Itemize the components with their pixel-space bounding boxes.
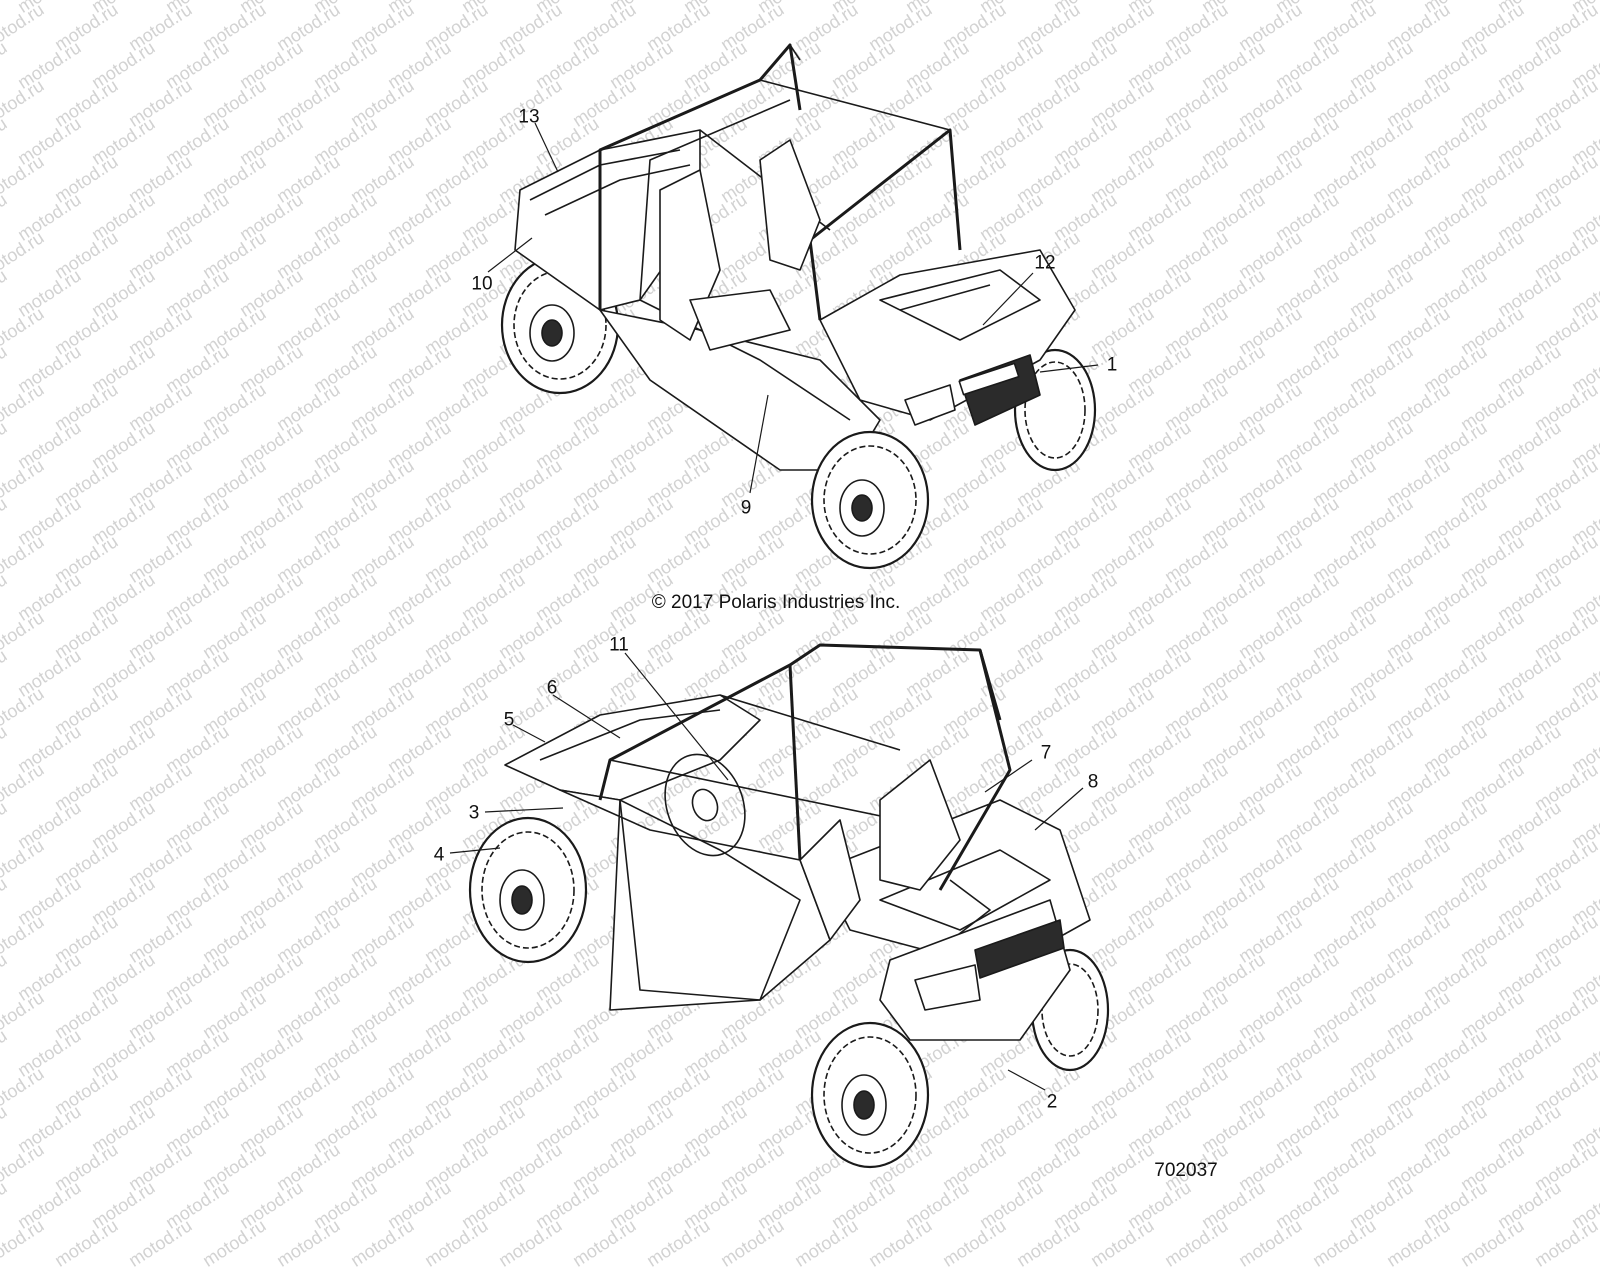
leader-lines-top — [487, 122, 1099, 494]
watermark-text: motod.ru — [1531, 1215, 1600, 1271]
callout-8[interactable]: 8 — [1087, 771, 1099, 793]
vehicle-bottom-view — [449, 643, 1110, 1169]
watermark-text: motod.ru — [1383, 1215, 1454, 1271]
wheel-bottom-left — [468, 816, 588, 964]
watermark-text: motod.ru — [1013, 1215, 1084, 1271]
watermark-text: motod.ru — [1087, 1215, 1158, 1271]
callout-1[interactable]: 1 — [1106, 354, 1118, 376]
callout-10[interactable]: 10 — [471, 273, 493, 295]
watermark-text: motod.ru — [0, 1215, 48, 1271]
callout-5[interactable]: 5 — [503, 709, 515, 731]
callout-7[interactable]: 7 — [1040, 742, 1052, 764]
figure-number: 702037 — [1154, 1160, 1218, 1181]
watermark-text: motod.ru — [939, 1215, 1010, 1271]
callout-3[interactable]: 3 — [468, 802, 480, 824]
watermark-text: motod.ru — [51, 1215, 122, 1271]
callout-4[interactable]: 4 — [433, 844, 445, 866]
watermark-text: motod.ru — [495, 1215, 566, 1271]
copyright-notice: © 2017 Polaris Industries Inc. — [651, 592, 901, 613]
vehicle-illustrations — [449, 43, 1110, 1169]
wheel-top-front-left — [810, 430, 930, 570]
watermark-text: motod.ru — [421, 1215, 492, 1271]
watermark-text: motod.ru — [569, 1215, 640, 1271]
watermark-text: motod.ru — [199, 1215, 270, 1271]
watermark-text: motod.ru — [791, 1215, 862, 1271]
watermark-text: motod.ru — [643, 1215, 714, 1271]
callout-6[interactable]: 6 — [546, 677, 558, 699]
callout-9[interactable]: 9 — [740, 497, 752, 519]
callout-13[interactable]: 13 — [518, 106, 540, 128]
watermark-text: motod.ru — [273, 1215, 344, 1271]
watermark-text: motod.ru — [1161, 1215, 1232, 1271]
leader-lines-bottom — [449, 652, 1084, 1091]
wheel-bottom-front — [810, 1021, 930, 1169]
watermark-text: motod.ru — [1235, 1215, 1306, 1271]
watermark-text: motod.ru — [865, 1215, 936, 1271]
watermark-text: motod.ru — [717, 1215, 788, 1271]
vehicle-top-view — [487, 43, 1099, 570]
watermark-text: motod.ru — [1309, 1215, 1380, 1271]
watermark-text: motod.ru — [347, 1215, 418, 1271]
callout-12[interactable]: 12 — [1034, 252, 1056, 274]
watermark-text: motod.ru — [1457, 1215, 1528, 1271]
callout-11[interactable]: 11 — [609, 634, 629, 656]
callout-2[interactable]: 2 — [1046, 1091, 1058, 1113]
watermark-text: motod.ru — [125, 1215, 196, 1271]
